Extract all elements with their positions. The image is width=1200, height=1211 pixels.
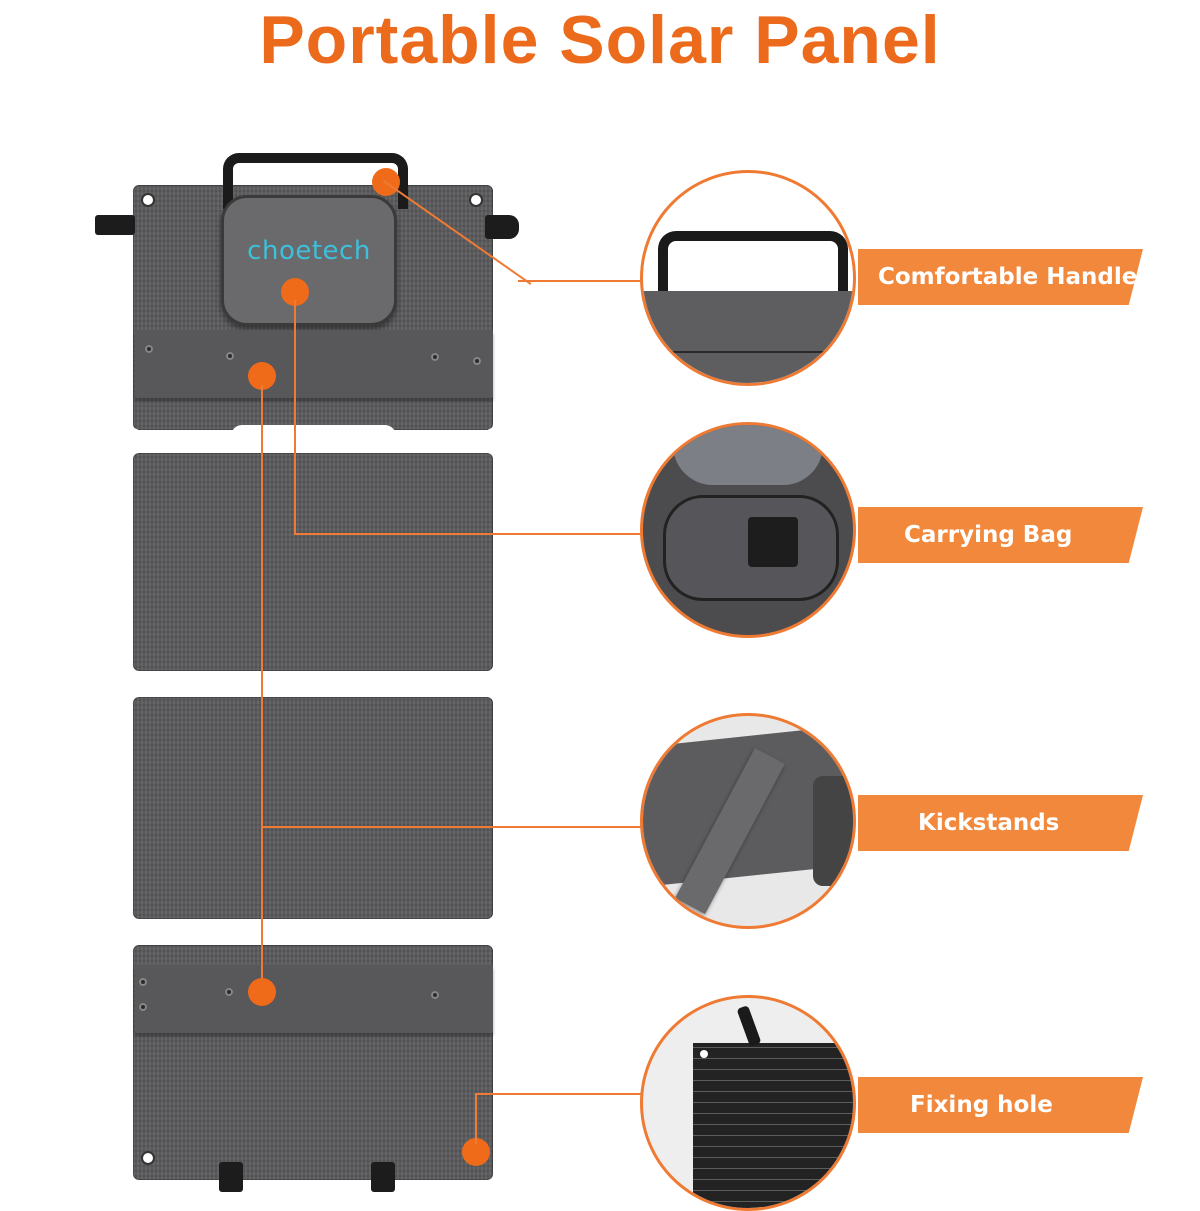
rivet [139,1003,147,1011]
feature-image-handle [640,170,856,386]
kickstand-flap-bottom [135,965,493,1033]
leader-line-fixing-hole [475,1093,644,1095]
bag-lid [673,425,823,485]
feature-label-text: Kickstands [918,810,1060,836]
carrying-bag: choetech [221,195,397,326]
hinge-notch [125,674,141,690]
rivet [145,345,153,353]
panel-fabric [643,291,853,383]
feature-label-text: Fixing hole [910,1092,1053,1118]
feature-label-text: Comfortable Handle [878,264,1138,290]
bottom-strap-left [219,1162,243,1192]
fixing-hole-icon [700,1050,708,1058]
feature-label-fixing-hole: Fixing hole [858,1077,1143,1133]
bottom-strap-right [371,1162,395,1192]
bag-side [813,776,853,886]
feature-image-kickstands [640,713,856,929]
feature-label-text: Carrying Bag [904,522,1073,548]
callout-dot-kickstand-bottom [248,978,276,1006]
side-strap-right [485,215,519,239]
rivet [139,978,147,986]
feature-label-bag: Carrying Bag [858,507,1143,563]
panel-segment-2 [133,453,493,671]
side-strap-left [95,215,135,235]
solar-panel-product-image: choetech [95,153,519,1192]
strap-icon [736,1005,762,1047]
corner-hole [143,195,153,205]
solar-cells [693,1043,853,1208]
leader-line-bag [294,533,644,535]
leader-line-handle [518,280,643,282]
page-title: Portable Solar Panel [259,2,941,78]
hinge-notch [125,922,141,938]
rivet [431,353,439,361]
rivet [226,352,234,360]
feature-label-handle: Comfortable Handle [858,249,1143,305]
kickstand-flap-top [135,330,493,398]
carry-handle [223,153,408,209]
brand-logo: choetech [247,236,371,266]
hinge-notch [485,428,501,444]
handle-icon [658,231,848,296]
leader-line-fixing-hole [475,1094,477,1144]
leader-line-kickstands [261,826,644,828]
rivet [473,357,481,365]
zipper-line [663,351,843,353]
hinge-slot [231,425,396,447]
hinge-notch [485,922,501,938]
rivet [431,991,439,999]
fixing-hole [143,1153,153,1163]
feature-image-bag [640,422,856,638]
feature-image-fixing-hole [640,995,856,1211]
panel-segment-3 [133,697,493,919]
hinge-notch [125,428,141,444]
leader-line-bag [294,300,296,535]
hinge-notch [485,674,501,690]
leader-line-kickstands [261,385,263,985]
hinge-slot [231,671,396,693]
connector-box [748,517,798,567]
corner-hole [471,195,481,205]
feature-label-kickstands: Kickstands [858,795,1143,851]
rivet [225,988,233,996]
hinge-slot [231,919,396,941]
